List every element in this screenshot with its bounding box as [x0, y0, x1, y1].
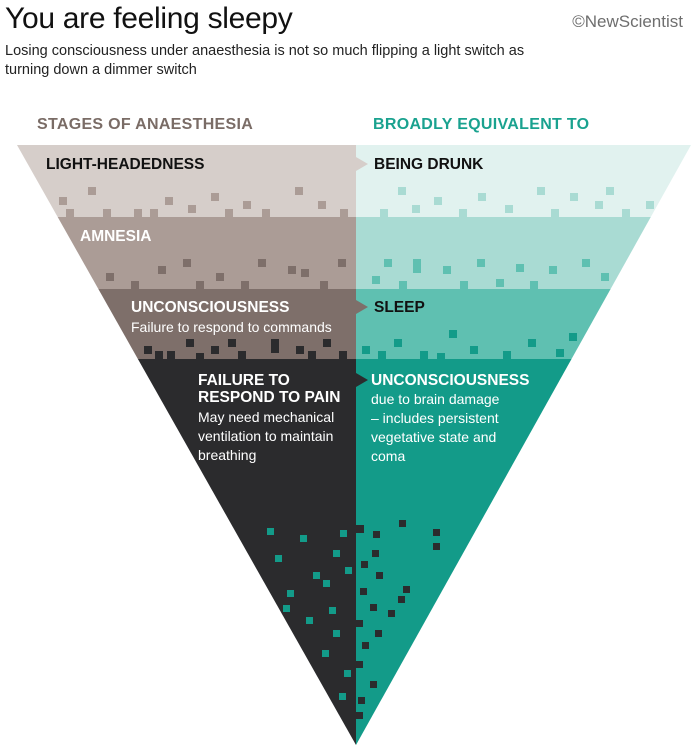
- band-right-being-drunk: [356, 145, 691, 217]
- stage-label-unconsciousness: UNCONSCIOUSNESS: [131, 299, 290, 316]
- page-subtitle: Losing consciousness under anaesthesia i…: [5, 43, 525, 78]
- band-left-amnesia: [17, 217, 356, 289]
- stage-note-unconsciousness: Failure to respond to commands: [131, 319, 332, 335]
- stages-column-heading: STAGES OF ANAESTHESIA: [37, 116, 254, 133]
- stage-note-failure-to-respond-to-pain: May need mechanical ventilation to maint…: [198, 409, 335, 463]
- band-left-light-headedness: [17, 145, 356, 217]
- equivalent-column-heading: BROADLY EQUIVALENT TO: [373, 116, 590, 133]
- equivalent-label-unconsciousness: UNCONSCIOUSNESS: [371, 372, 530, 389]
- equivalent-note-unconsciousness: due to brain damage – includes persisten…: [371, 391, 500, 464]
- stage-label-light-headedness: LIGHT-HEADEDNESS: [46, 156, 205, 173]
- equivalent-label-sleep: SLEEP: [374, 299, 425, 316]
- band-right-mid: [356, 217, 691, 289]
- brand-logo: ©NewScientist: [572, 12, 683, 31]
- stage-label-failure-to-respond-to-pain: FAILURE TO RESPOND TO PAIN: [198, 372, 341, 406]
- arrow-marker-1: [356, 157, 368, 171]
- pixel-pattern: [59, 187, 654, 719]
- arrow-marker-4: [356, 373, 368, 387]
- page-title: You are feeling sleepy: [5, 2, 293, 35]
- equivalent-label-being-drunk: BEING DRUNK: [374, 156, 484, 173]
- stage-label-amnesia: AMNESIA: [80, 228, 152, 245]
- arrow-marker-3: [356, 300, 368, 314]
